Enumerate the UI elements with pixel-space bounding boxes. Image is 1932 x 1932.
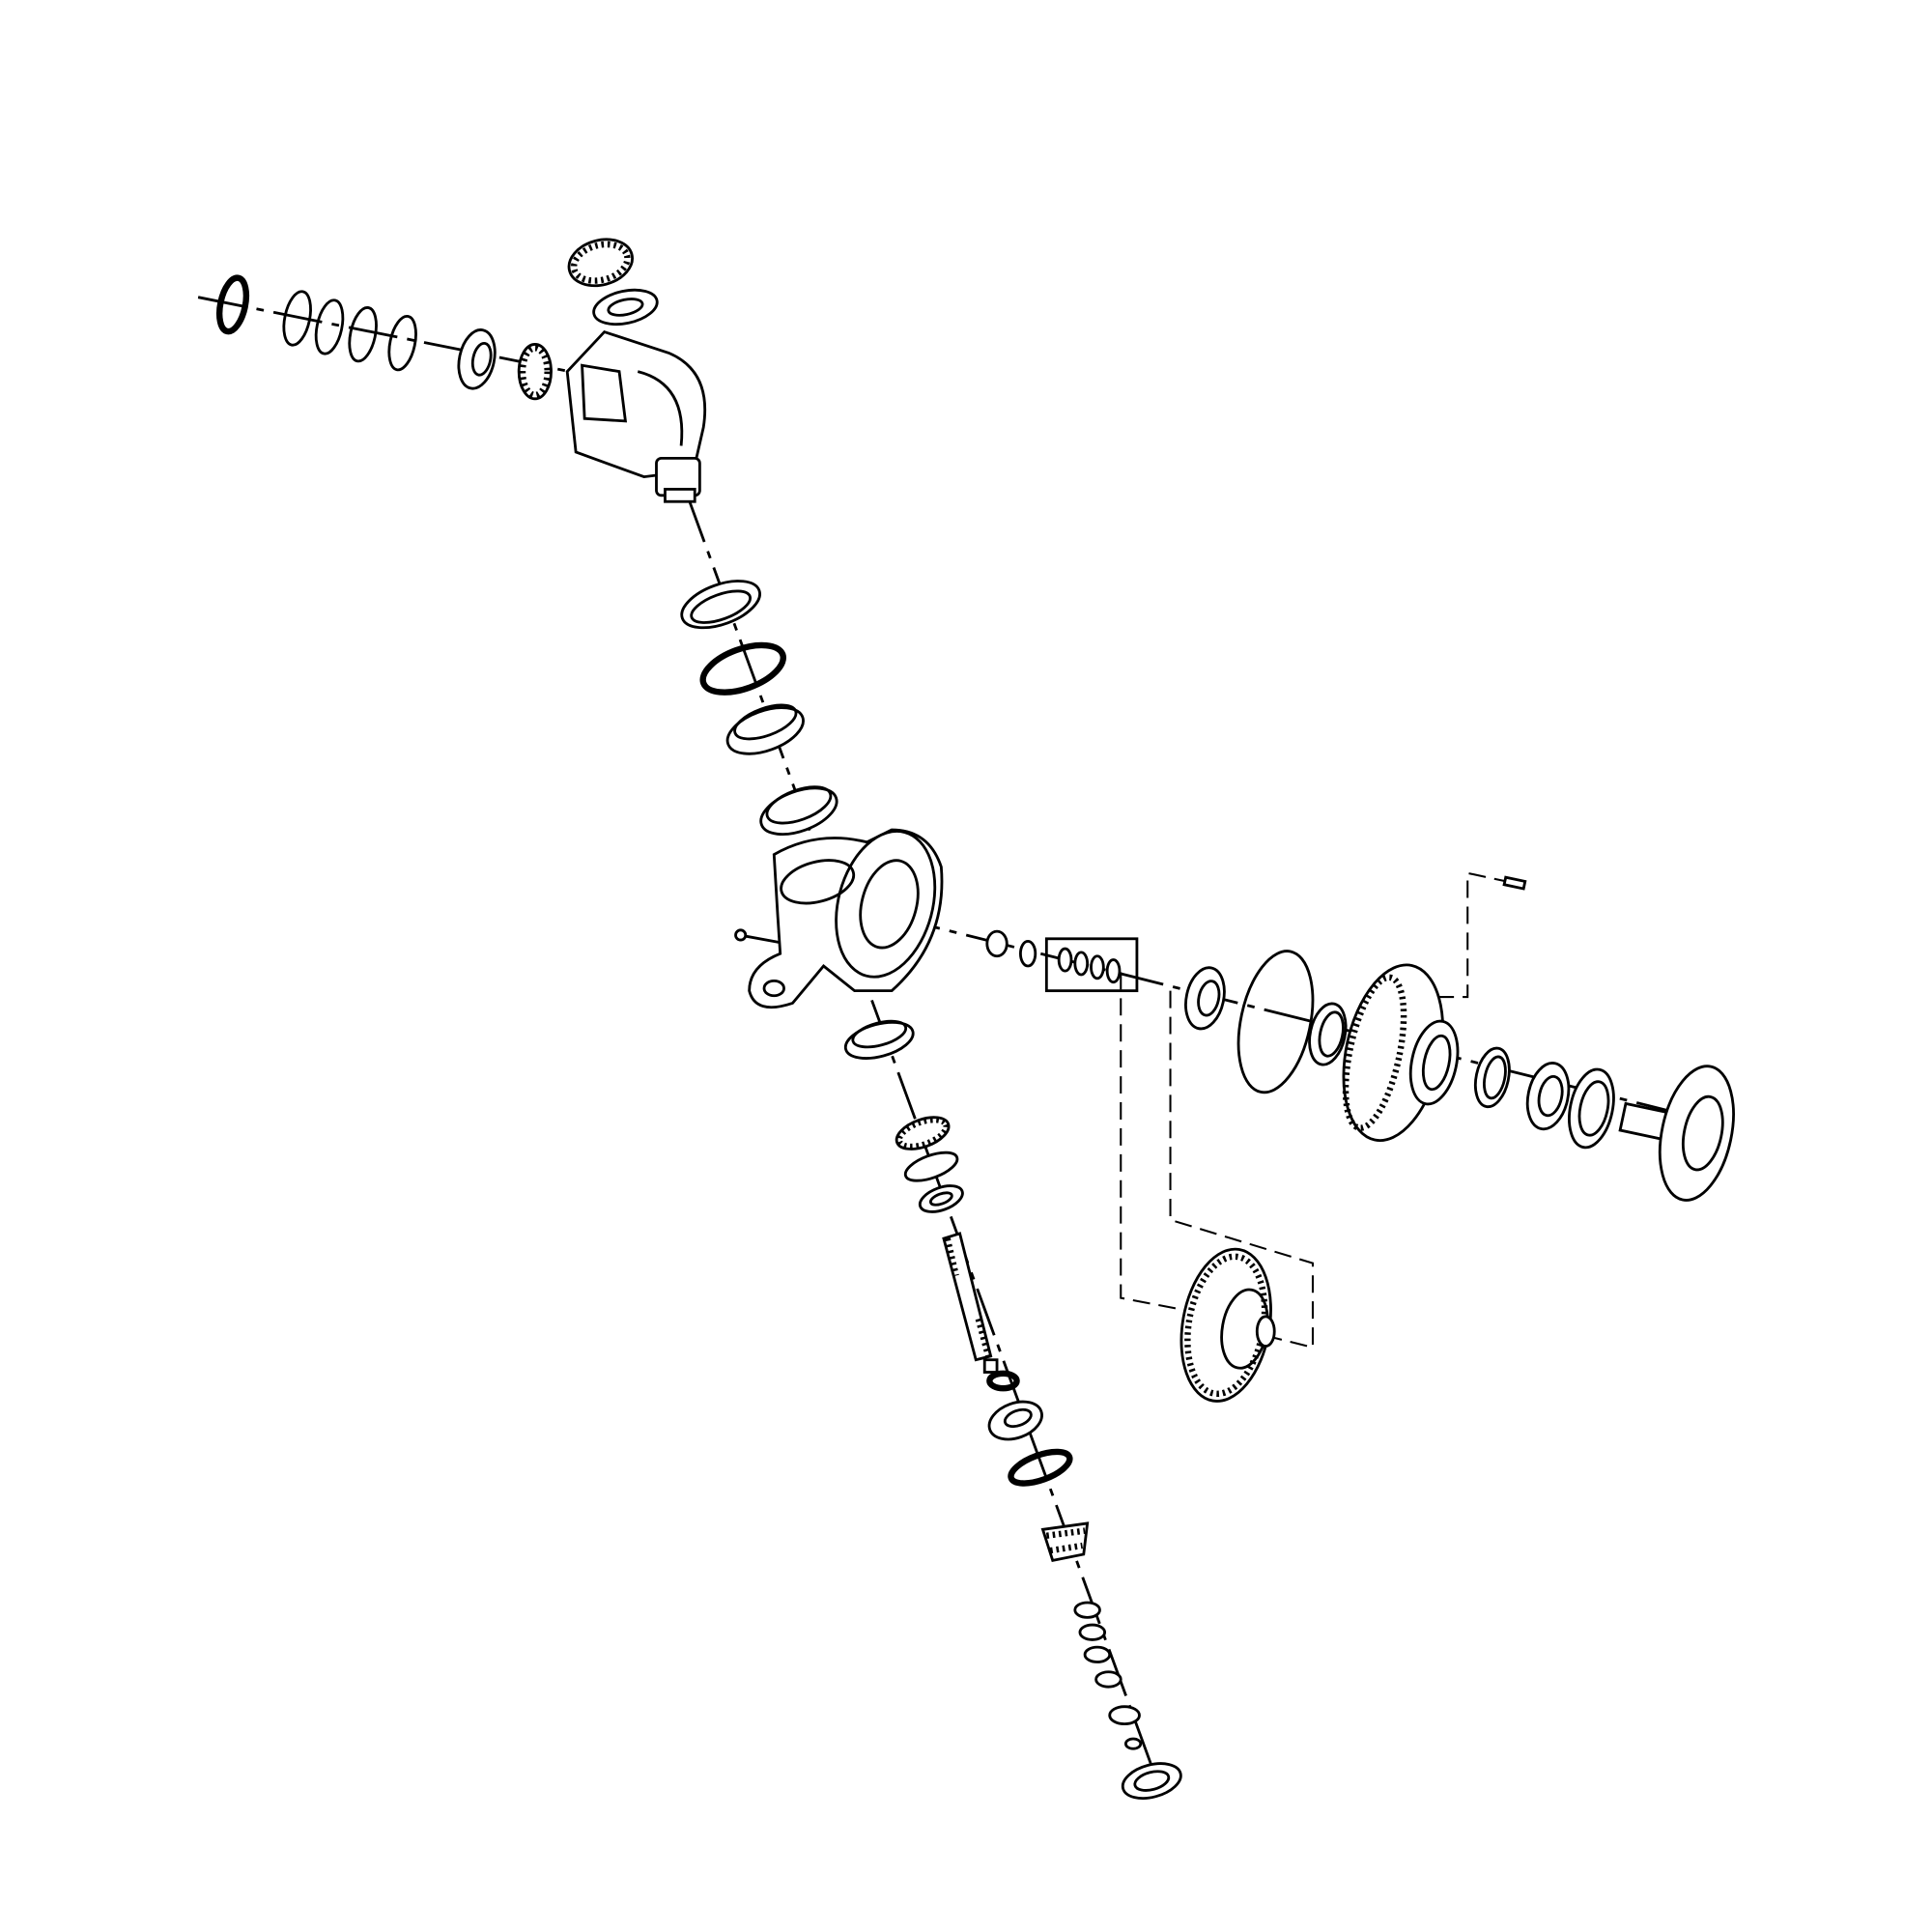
bearing-top-left <box>457 328 497 390</box>
seal-ring-1 <box>680 580 761 630</box>
bearing-cup-1 <box>725 703 805 755</box>
bevel-gear-top <box>567 238 634 288</box>
ball-bearing-lower <box>987 1400 1043 1441</box>
circlip-top <box>215 274 250 335</box>
washer <box>1019 939 1037 968</box>
angle-gearbox-housing <box>565 329 707 503</box>
gasket-ring <box>1236 950 1315 1094</box>
ball-bearing-hub <box>1525 1062 1571 1131</box>
wheel-hub-housing <box>1342 963 1460 1143</box>
ring-gear <box>1179 1247 1276 1403</box>
hub-seal <box>1568 1067 1615 1150</box>
spring-set-box <box>1044 937 1139 993</box>
steering-knuckle <box>734 828 944 1009</box>
bearing-hub-outer <box>1473 1046 1511 1109</box>
oil-seal <box>1184 966 1226 1031</box>
hex-nut <box>985 929 1009 958</box>
washers-lower <box>1073 1601 1143 1750</box>
bolt <box>1502 875 1527 891</box>
tapered-roller-bearing <box>895 1116 951 1151</box>
shim-rings <box>282 290 417 372</box>
assembly-axis-lines <box>197 296 1710 1784</box>
bearing-hub-inner <box>1308 1002 1348 1066</box>
end-seal <box>1121 1762 1182 1800</box>
bearing-cone-small <box>918 1184 964 1213</box>
bearing-top <box>592 288 659 327</box>
o-ring <box>699 641 786 696</box>
drive-flange <box>1618 1065 1735 1202</box>
bevel-pinion-lower <box>1040 1521 1090 1563</box>
bearing-cup-3 <box>843 1019 915 1060</box>
bearing-cone <box>903 1151 959 1182</box>
bevel-pinion-top <box>517 343 553 401</box>
bearing-cup-2 <box>759 785 838 836</box>
circlip-shaft <box>986 1370 1020 1392</box>
circlip-lower <box>1008 1448 1073 1487</box>
splined-shaft <box>942 1232 999 1374</box>
